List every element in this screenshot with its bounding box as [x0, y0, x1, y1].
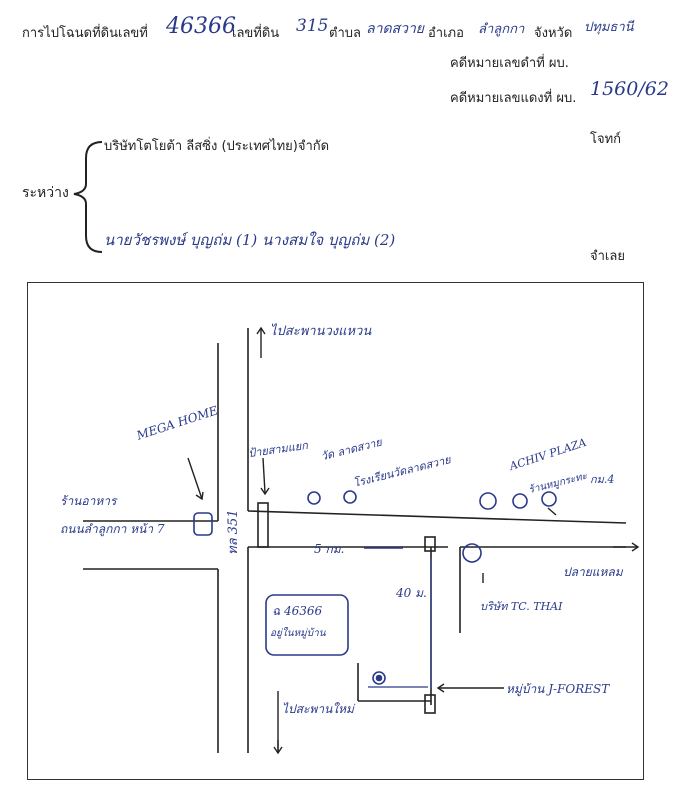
land-number: 315: [296, 16, 329, 36]
district-value: ลำลูกกา: [478, 22, 525, 37]
land-no-label: เลขที่ดิน: [232, 26, 280, 41]
map-highway-label: ทล 351: [226, 509, 241, 555]
plaintiff-name: บริษัทโตโยต้า ลีสซิ่ง (ประเทศไทย)จำกัด: [104, 139, 330, 154]
black-case-label: คดีหมายเลขดำที่ ผบ.: [450, 56, 569, 71]
map-deed-box-line1: ฉ 46366: [272, 604, 323, 618]
subdistrict-value: ลาดสวาย: [366, 21, 425, 37]
brace-icon: [73, 141, 103, 253]
map-km-marker: กม.4: [590, 473, 615, 486]
defendant-names: นายวัชรพงษ์ บุญถ่ม (1) นางสมใจ บุญถ่ม (2…: [104, 231, 396, 249]
map-frame: [27, 282, 644, 780]
map-left-road: ถนนลำลูกกา หน้า 7: [60, 522, 165, 536]
province-label: จังหวัด: [534, 26, 573, 41]
map-village: หมู่บ้าน J-FOREST: [506, 682, 610, 696]
map-deed-box-line2: อยู่ในหมู่บ้าน: [270, 628, 326, 639]
deed-number: 46366: [166, 14, 236, 39]
red-case-number: 1560/62: [590, 78, 669, 100]
map-south-road: ไปสะพานใหม่: [282, 702, 354, 716]
map-north-road: ไปสะพานวงแหวน: [270, 324, 372, 339]
map-tc-thai: บริษัท TC. THAI: [480, 600, 563, 613]
map-distance: 5 กม.: [314, 542, 345, 556]
plaintiff-role: โจทก์: [590, 132, 622, 147]
map-right-road: ปลายแหลม: [563, 565, 623, 579]
subdistrict-label: ตำบล: [329, 26, 361, 41]
defendant-role: จำเลย: [590, 249, 625, 264]
deed-label: การไปโฉนดที่ดินเลขที่: [22, 26, 148, 41]
district-label: อำเภอ: [428, 26, 464, 41]
between-label: ระหว่าง: [22, 185, 69, 201]
map-soi-length: 40 ม.: [396, 586, 427, 600]
map-left-shop: ร้านอาหาร: [60, 494, 117, 508]
red-case-label: คดีหมายเลขแดงที่ ผบ.: [450, 91, 577, 106]
location-sketch-map: [83, 326, 640, 755]
province-value: ปทุมธานี: [584, 20, 634, 35]
